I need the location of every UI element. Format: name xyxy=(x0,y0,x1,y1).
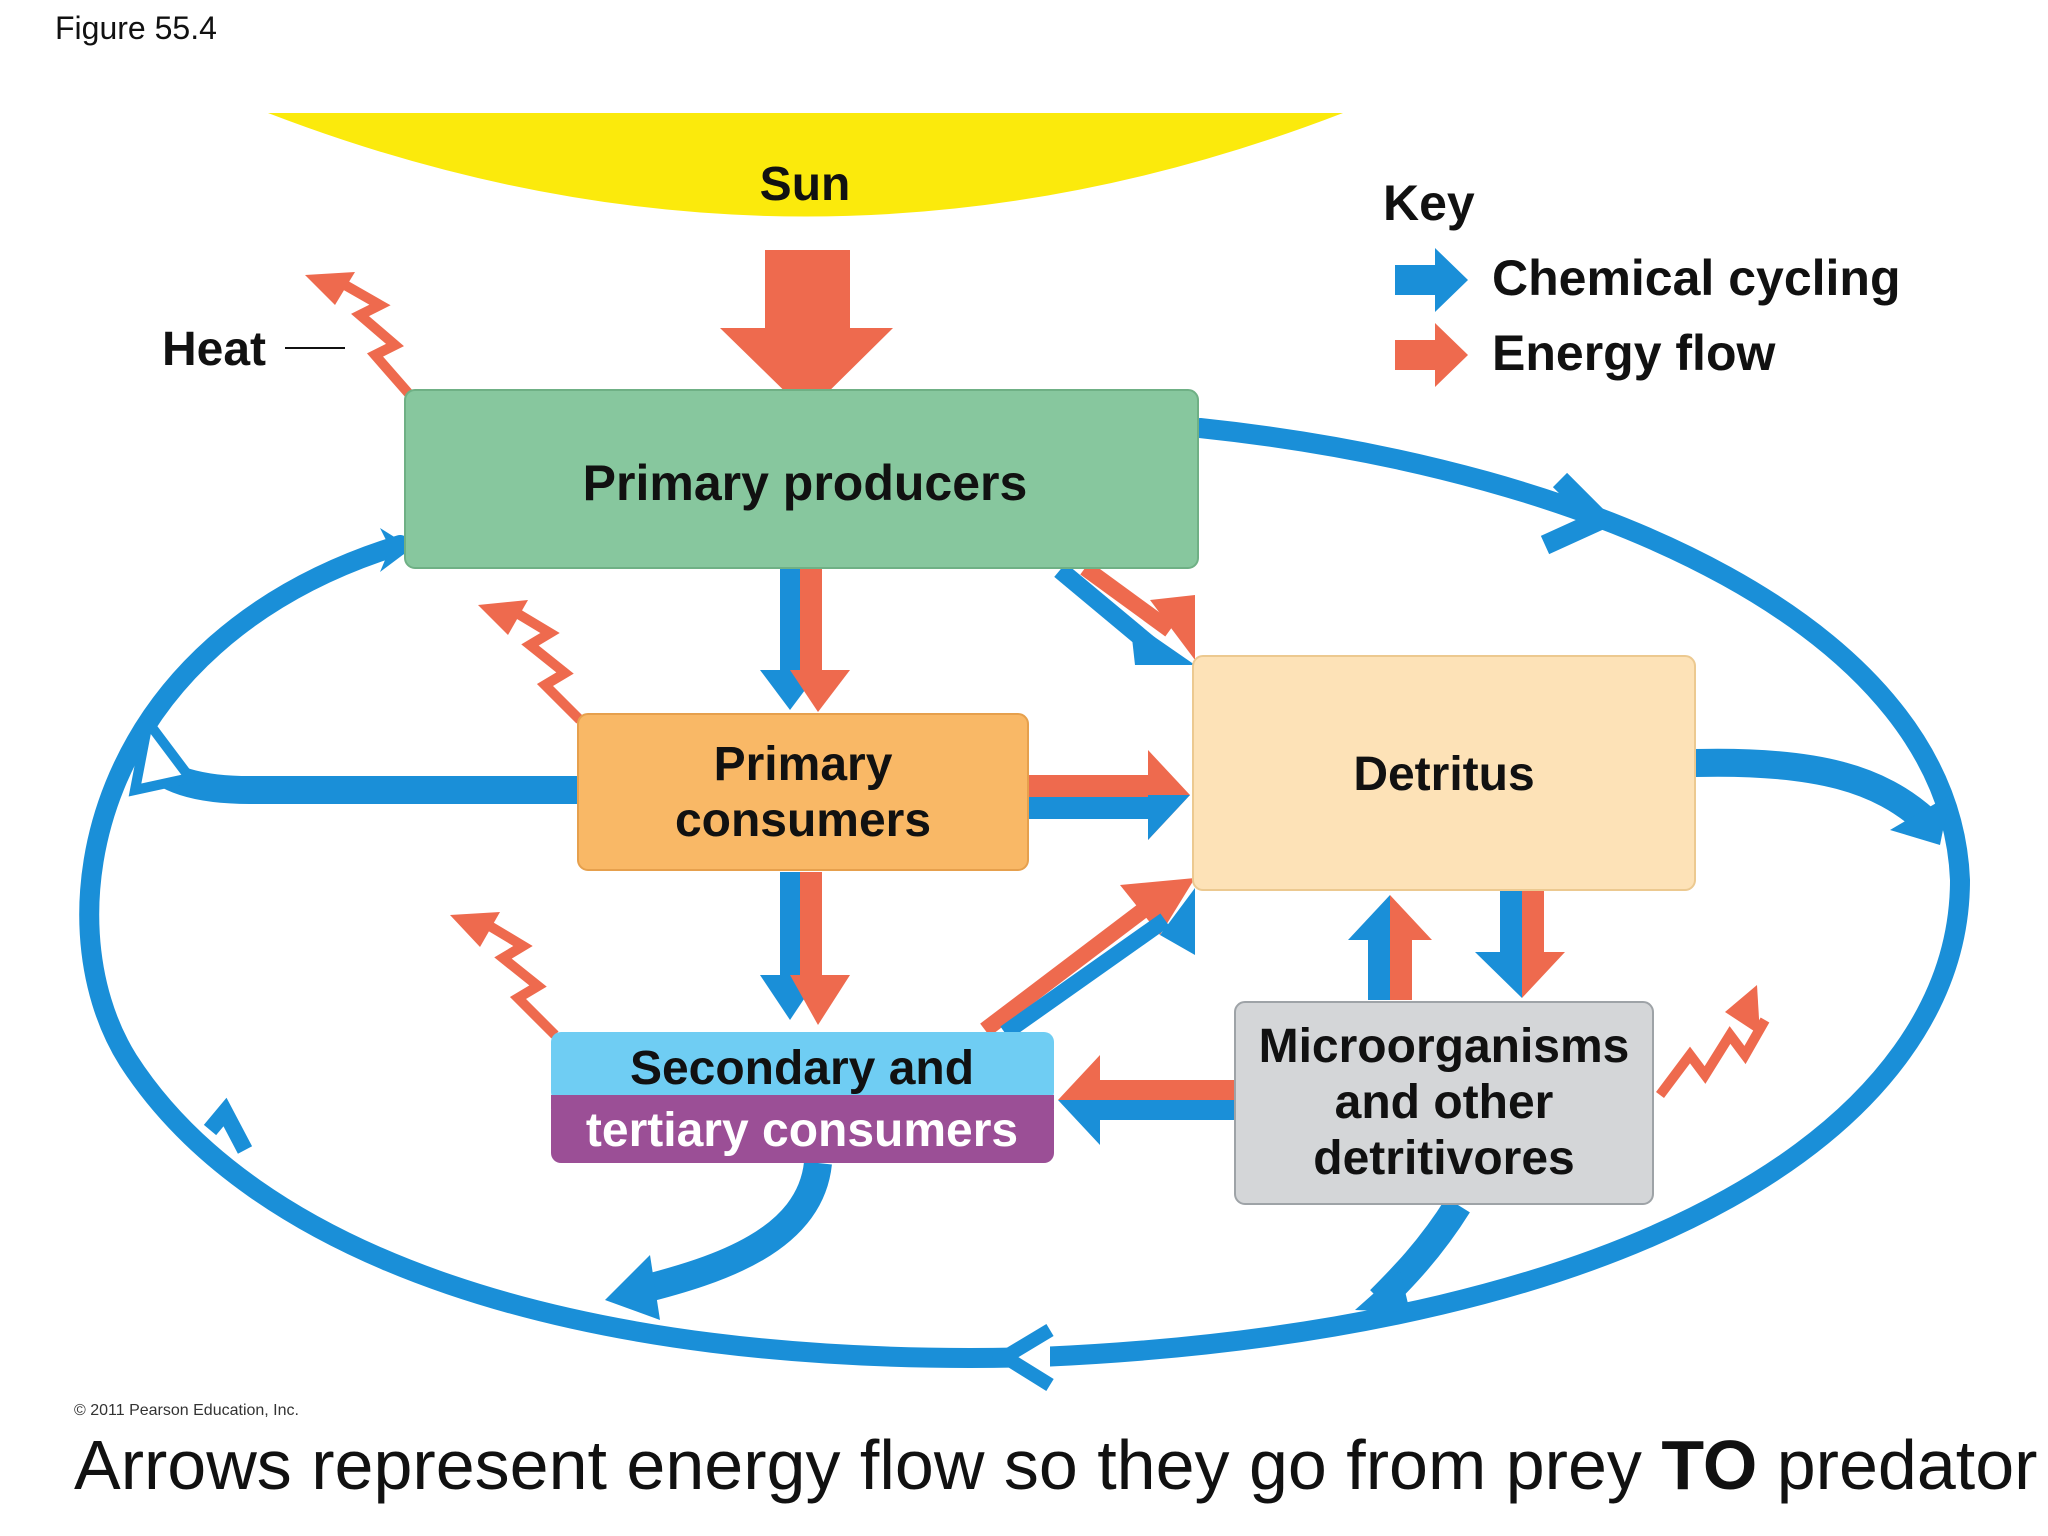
heat-label: Heat xyxy=(162,323,266,376)
microorganisms-box xyxy=(1234,1001,1654,1205)
detritus-to-loop-arrow xyxy=(1694,748,1935,831)
microorganisms-label-line3: detritivores xyxy=(1313,1132,1574,1185)
microorganisms-label-line2: and other xyxy=(1335,1076,1554,1129)
micro-to-detritus-chemical xyxy=(1368,935,1390,1000)
outer-loop-arrowhead-2 xyxy=(991,1323,1054,1391)
heat-squiggle-micro xyxy=(1656,1017,1770,1098)
heat-arrowhead-secondary xyxy=(450,912,500,947)
caption-text-before: Arrows represent energy flow so they go … xyxy=(74,1426,1662,1504)
copyright-notice: © 2011 Pearson Education, Inc. xyxy=(74,1402,299,1419)
secondary-consumers-label-line1: Secondary and xyxy=(630,1042,974,1095)
heat-squiggle-secondary xyxy=(485,920,559,1039)
primary-consumers-box xyxy=(577,713,1029,871)
key-chemical-label: Chemical cycling xyxy=(1492,250,1901,306)
producers-to-detritus-energy-head xyxy=(1150,595,1195,660)
secondary-consumers-box-top xyxy=(551,1032,1054,1102)
consumers-to-loop-arrowhead xyxy=(128,709,199,797)
consumers-to-secondary-energy-head xyxy=(790,975,850,1025)
detritus-to-micro-head-blue xyxy=(1475,952,1522,998)
heat-arrowhead-consumers xyxy=(478,600,528,635)
primary-consumers-label-line2: consumers xyxy=(675,794,931,847)
key-chemical-arrow-icon xyxy=(1395,248,1468,312)
sun-shape xyxy=(268,113,1343,217)
micro-to-detritus-head-red xyxy=(1390,895,1432,940)
micro-to-secondary-head-red xyxy=(1058,1055,1100,1100)
sun-label: Sun xyxy=(760,158,851,211)
micro-to-secondary-chemical xyxy=(1098,1100,1238,1120)
outer-loop-arrowhead-4 xyxy=(380,528,412,572)
producers-to-consumers-chemical xyxy=(780,568,802,678)
micro-to-secondary-energy xyxy=(1098,1080,1238,1100)
detritus-to-micro-head-red xyxy=(1522,952,1565,998)
secondary-to-loop-arrowhead xyxy=(605,1255,660,1320)
secondary-to-detritus-energy-head xyxy=(1120,878,1195,935)
figure-label: Figure 55.4 xyxy=(55,10,217,46)
microorganisms-label-line1: Microorganisms xyxy=(1259,1020,1630,1073)
detritus-to-micro-chemical xyxy=(1500,890,1522,955)
heat-arrowhead-producers xyxy=(305,272,355,305)
producers-to-consumers-energy xyxy=(800,568,822,678)
caption-text-after: predator xyxy=(1757,1426,2038,1504)
consumers-to-detritus-energy xyxy=(1028,775,1158,797)
caption-text-bold: TO xyxy=(1661,1426,1758,1504)
outer-loop-arrowhead-1 xyxy=(1540,472,1618,555)
consumers-to-loop-arrow xyxy=(138,750,580,804)
micro-to-detritus-energy xyxy=(1390,935,1412,1000)
producers-to-detritus-energy xyxy=(1080,561,1175,637)
secondary-to-detritus-chem-head xyxy=(1160,888,1195,955)
secondary-consumers-label-line2: tertiary consumers xyxy=(586,1104,1018,1157)
consumers-to-secondary-energy xyxy=(800,872,822,982)
producers-to-detritus-chem-head xyxy=(1130,620,1195,665)
key-title: Key xyxy=(1383,175,1475,231)
caption: Arrows represent energy flow so they go … xyxy=(74,1425,2037,1505)
micro-to-detritus-head-blue xyxy=(1348,895,1390,940)
secondary-to-detritus-chemical xyxy=(1000,913,1170,1040)
detritus-to-micro-energy xyxy=(1522,890,1544,955)
producers-to-consumers-energy-head xyxy=(790,670,850,712)
heat-squiggle-producers xyxy=(342,280,414,399)
outer-loop-arrowhead-3 xyxy=(203,1097,253,1154)
detritus-box xyxy=(1192,655,1696,891)
detritus-to-loop-arrowhead xyxy=(1890,795,1950,845)
primary-consumers-label-line1: Primary xyxy=(714,738,893,791)
consumers-to-detritus-head-blue xyxy=(1148,795,1190,840)
secondary-consumers-box-bottom xyxy=(551,1100,1054,1163)
secondary-to-loop-arrow xyxy=(636,1160,832,1304)
micro-to-secondary-head-blue xyxy=(1058,1100,1100,1145)
key-energy-label: Energy flow xyxy=(1492,325,1775,381)
consumers-to-detritus-chemical xyxy=(1028,797,1158,819)
primary-producers-label: Primary producers xyxy=(583,455,1028,511)
secondary-consumers-box-band xyxy=(551,1095,1054,1109)
key-energy-arrow-icon xyxy=(1395,323,1468,387)
micro-to-loop-arrowhead xyxy=(1355,1270,1410,1312)
secondary-to-detritus-energy xyxy=(980,898,1155,1037)
consumers-to-secondary-chemical xyxy=(780,872,802,982)
detritus-label: Detritus xyxy=(1353,748,1534,801)
sun-energy-arrow xyxy=(720,250,893,413)
heat-arrowhead-micro xyxy=(1725,985,1760,1035)
outer-chemical-cycle-loop xyxy=(79,418,1971,1368)
primary-producers-box xyxy=(404,389,1199,569)
heat-squiggle-consumers xyxy=(512,607,584,724)
